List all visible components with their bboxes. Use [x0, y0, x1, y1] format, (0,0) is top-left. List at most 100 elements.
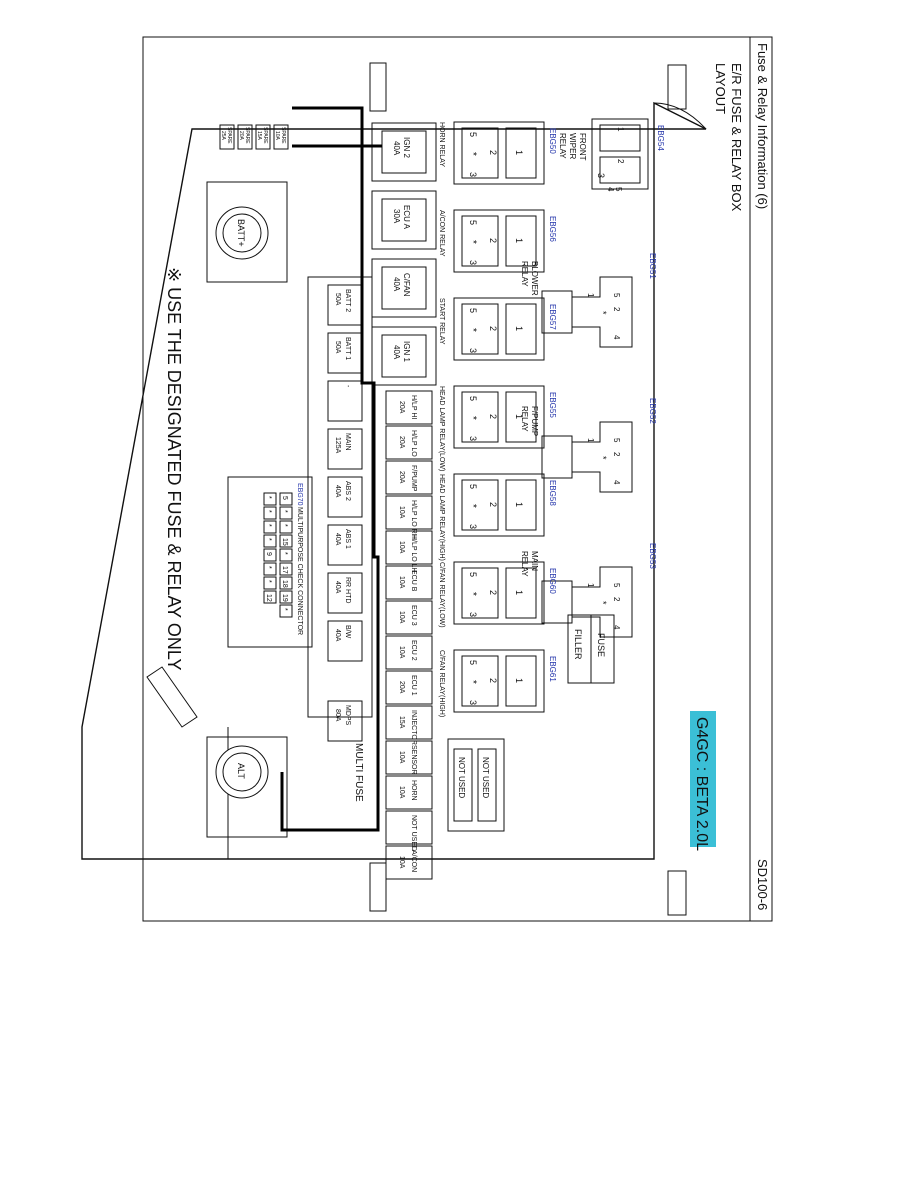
bus-wire — [280, 106, 380, 832]
page-title: Fuse & Relay Information (6) — [755, 43, 770, 209]
pin-5: 5 — [468, 396, 478, 401]
fuse-name: C/FAN — [402, 273, 411, 297]
fuse-rating: 80A — [334, 709, 341, 722]
relay-label-2: WIPER — [568, 133, 577, 159]
fuse-rating: 40A — [392, 277, 401, 292]
fuse-rating: 10A — [398, 646, 405, 659]
relay-code: EBG53 — [648, 543, 657, 569]
relay-code: EBG60 — [548, 568, 557, 594]
fuse-rating: 10A — [398, 506, 405, 519]
multi-fuse-label: MULTI FUSE — [353, 743, 364, 802]
connector-pin: 12 — [265, 594, 272, 602]
pin-3: 3 — [468, 348, 478, 353]
relay-label: FRONT — [578, 133, 587, 161]
fuse-filler: FUSE FILLER — [567, 614, 615, 684]
fuse-name: ECU 2 — [410, 640, 417, 661]
relay-label: MAIN — [530, 551, 539, 571]
fuse-filler-line2: FILLER — [573, 629, 583, 660]
pin-3: * — [598, 311, 608, 315]
pin-1: 1 — [514, 326, 524, 331]
relay-code: EBG56 — [548, 216, 557, 242]
pin-5: 5 — [612, 583, 621, 588]
pin-5: 5 — [468, 484, 478, 489]
notice-text: ※ USE THE DESIGNATED FUSE & RELAY ONLY — [164, 267, 184, 671]
pin-2: 2 — [488, 238, 498, 243]
engine-badge — [690, 711, 716, 847]
not-used-1: NOT USED — [481, 757, 490, 798]
pin-3: 3 — [468, 524, 478, 529]
alt-terminal: ALT — [206, 736, 288, 838]
connector-code: EBG70 — [296, 483, 303, 506]
relay-label: HEAD LAMP RELAY(LOW) — [438, 386, 445, 471]
fuse-rating: 40A — [334, 485, 341, 498]
pin-5: 5 — [614, 187, 623, 192]
fuse-name: ABS 2 — [344, 481, 351, 501]
pin-3: 3 — [468, 612, 478, 617]
fuse-name: ECU A — [402, 205, 411, 230]
connector-label: MULTIPURPOSE CHECK CONNECTOR — [296, 507, 303, 635]
fuse-name: B/W — [344, 625, 351, 639]
pin-5: 5 — [468, 660, 478, 665]
layout-title: E/R FUSE & RELAY BOX — [729, 63, 744, 212]
pin-2: 2 — [488, 590, 498, 595]
fuse-rating: 40A — [334, 533, 341, 546]
pin-5: 5 — [468, 132, 478, 137]
pin-5: 5 — [612, 293, 621, 298]
pin-1: 1 — [514, 414, 524, 419]
pin-1: 1 — [586, 583, 595, 588]
spare-name: SPARE — [244, 127, 250, 144]
pin-1: 1 — [514, 238, 524, 243]
spare-rating: 10A — [274, 131, 280, 141]
pin-2: 2 — [488, 414, 498, 419]
fuse-name: NOT USED — [410, 815, 417, 851]
fuse-rating: 125A — [334, 437, 341, 454]
connector-pin: 5 — [281, 496, 288, 500]
fuse-mini-12: NOT USED — [385, 810, 433, 851]
engine-badge-text: G4GC : BETA 2.0L — [693, 717, 710, 851]
pin-star: * — [467, 504, 478, 508]
page-frame — [142, 36, 773, 922]
pin-2: 2 — [612, 597, 621, 602]
pin-4: 4 — [612, 335, 621, 340]
pin-star: * — [467, 592, 478, 596]
fuse-rating: 15A — [398, 716, 405, 729]
fuse-rating: 20A — [398, 436, 405, 449]
fuse-filler-line1: FUSE — [596, 633, 606, 657]
pin-4: 4 — [606, 187, 615, 192]
fuse-name: IGN 2 — [402, 137, 411, 158]
pin-1: 1 — [514, 150, 524, 155]
pin-3: * — [598, 456, 608, 460]
fuse-name: F/PUMP — [410, 465, 417, 492]
pin-star: * — [467, 416, 478, 420]
fuse-rating: 10A — [398, 856, 405, 869]
relay-label: HORN RELAY — [438, 122, 445, 167]
fuse-name: SENSOR — [410, 745, 417, 775]
fuse-rating: 10A — [398, 786, 405, 799]
relay-label: C/FAN RELAY(LOW) — [438, 562, 445, 628]
fuse-name: H/LP LO LH — [410, 535, 417, 573]
fuse-rating: 40A — [334, 629, 341, 642]
bottom-latch — [667, 870, 687, 916]
fuse-rating: 20A — [398, 681, 405, 694]
pin-1: 1 — [514, 590, 524, 595]
relay-label-2: RELAY — [520, 551, 529, 577]
